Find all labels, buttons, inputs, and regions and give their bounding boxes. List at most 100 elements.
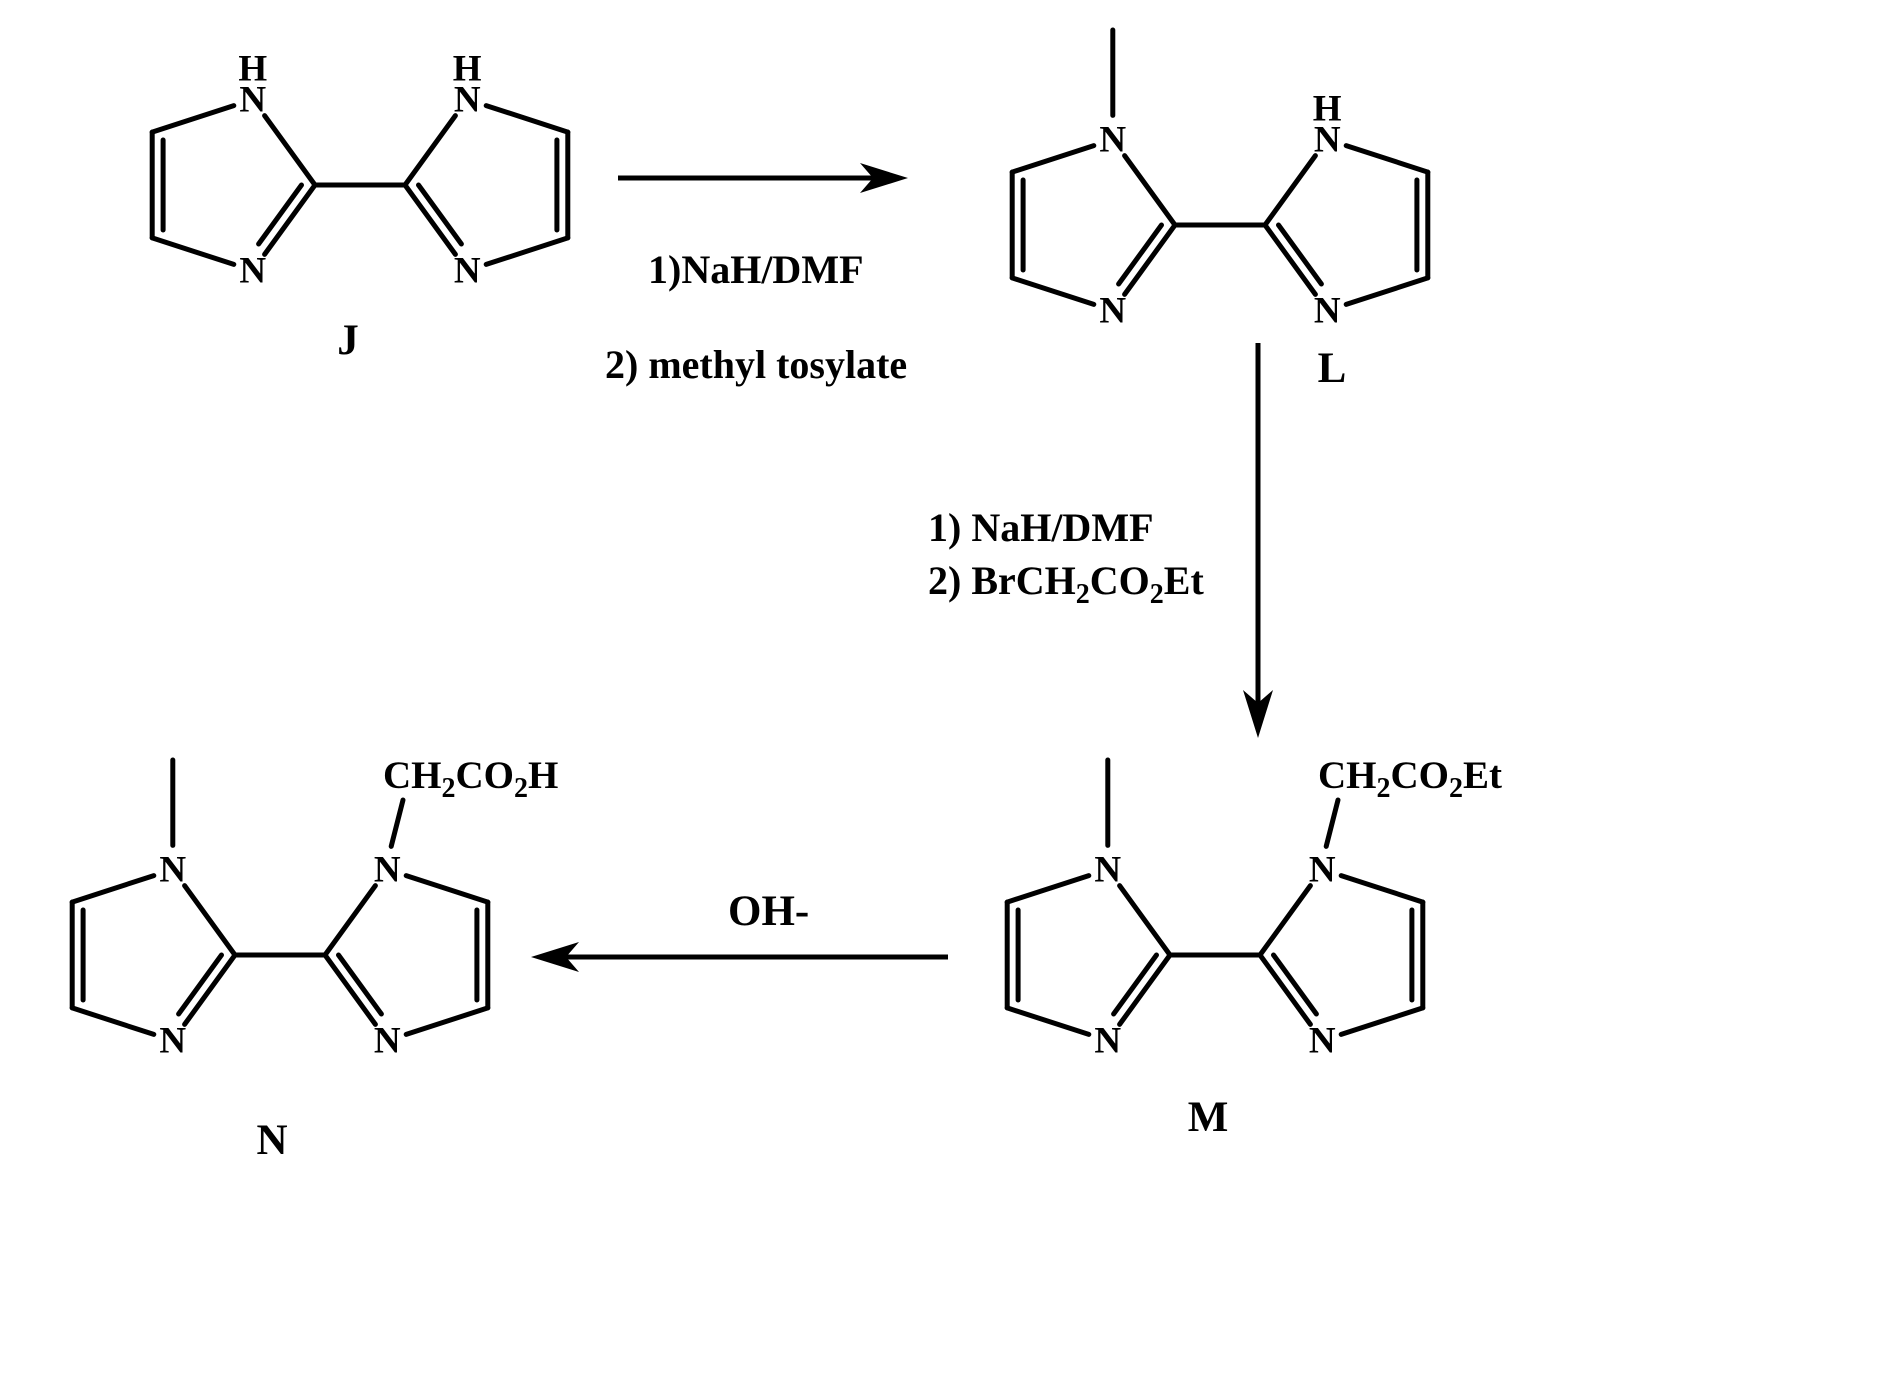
compound-n: N N N N CH2CO2H N bbox=[69, 754, 558, 1164]
reagent-step2-line1: 1) NaH/DMF bbox=[928, 505, 1154, 550]
bond-n3-c4 bbox=[483, 235, 571, 267]
imidazole-ring-right: N N CH2CO2Et bbox=[1257, 754, 1502, 1062]
bond-c2-n3-inner bbox=[176, 952, 224, 1017]
compound-label-l: L bbox=[1318, 345, 1347, 392]
atom-label-n3: N bbox=[159, 1021, 186, 1062]
atom-label-n1: N bbox=[454, 79, 481, 120]
atom-label-n3: N bbox=[1099, 291, 1126, 332]
atom-label-n3: N bbox=[239, 251, 266, 292]
bond-n1-c2 bbox=[1122, 153, 1178, 228]
imidazole-ring-left: H N N bbox=[149, 48, 318, 292]
atom-label-n1: N bbox=[1094, 849, 1121, 890]
bond-c5-n1 bbox=[1343, 143, 1431, 175]
bond-c2-n3 bbox=[1117, 952, 1173, 1027]
bond-c5-n1 bbox=[483, 103, 571, 135]
compound-m: N N N N CH2CO2Et M bbox=[1004, 754, 1502, 1141]
reagent-step3: OH- bbox=[728, 888, 809, 935]
bond-n3-c4 bbox=[149, 235, 237, 267]
substituent-subscript: 2 bbox=[1449, 773, 1463, 804]
atom-label-n1: N bbox=[1314, 119, 1341, 160]
bond-n1-c2 bbox=[402, 113, 458, 188]
bond-c2-n3-inner bbox=[1111, 952, 1159, 1017]
imidazole-ring-left: N N bbox=[69, 757, 238, 1062]
bond-c2-n3 bbox=[262, 182, 318, 257]
bond-n3-c4 bbox=[1004, 1005, 1092, 1037]
substituent-bond bbox=[1323, 797, 1341, 849]
imidazole-ring-right: H N N bbox=[1262, 88, 1431, 332]
arrow-step3: OH- bbox=[531, 888, 948, 972]
substituent-text-part: CO bbox=[456, 754, 515, 797]
bond-n3-c4 bbox=[69, 1005, 157, 1037]
substituent-subscript: 2 bbox=[1377, 773, 1391, 804]
atom-label-n3: N bbox=[454, 251, 481, 292]
substituent-text-part: CH bbox=[383, 754, 442, 797]
substituent-text-part: H bbox=[528, 754, 558, 797]
substituent-bond bbox=[388, 797, 406, 849]
bond-c2-n3-inner bbox=[336, 952, 384, 1017]
bond-c5-n1 bbox=[1009, 143, 1097, 175]
bond-n3-c4 bbox=[1338, 1005, 1426, 1037]
reagent-text-part: CO bbox=[1090, 558, 1150, 603]
substituent-label-ch2co2et: CH2CO2Et bbox=[1318, 754, 1502, 804]
bond-n1-c2 bbox=[1117, 883, 1173, 958]
reagent-step1-line1: 1)NaH/DMF bbox=[648, 247, 864, 292]
atom-label-n1: N bbox=[1309, 849, 1336, 890]
imidazole-ring-right: H N N bbox=[402, 48, 571, 292]
atom-label-n3: N bbox=[374, 1021, 401, 1062]
bond-c2-n3 bbox=[402, 182, 458, 257]
bond-n3-c4 bbox=[1009, 275, 1097, 307]
atom-label-h: H bbox=[1313, 88, 1342, 129]
reagent-subscript: 2 bbox=[1150, 579, 1164, 610]
atom-label-n3: N bbox=[1314, 291, 1341, 332]
bond-c2-n3 bbox=[182, 952, 238, 1027]
bond-c2-n3-inner bbox=[1271, 952, 1319, 1017]
bond-c5-n1 bbox=[149, 103, 237, 135]
compound-label-n: N bbox=[256, 1117, 287, 1164]
atom-label-h: H bbox=[238, 48, 267, 89]
bond-c2-n3 bbox=[322, 952, 378, 1027]
bond-c2-n3-inner bbox=[1116, 222, 1164, 287]
bond-c2-n3 bbox=[1122, 222, 1178, 297]
bond-n1-c2 bbox=[1257, 883, 1313, 958]
arrow-step2: 1) NaH/DMF 2) BrCH2CO2Et bbox=[928, 343, 1273, 738]
bond-c5-n1 bbox=[1004, 873, 1092, 905]
arrow-head bbox=[1243, 690, 1273, 738]
reagent-step1-line2: 2) methyl tosylate bbox=[605, 342, 907, 387]
bond-n1-c2 bbox=[262, 113, 318, 188]
bond-c2-n3-inner bbox=[256, 182, 304, 247]
bond-c2-n3-inner bbox=[416, 182, 464, 247]
bond-c2-n3 bbox=[1262, 222, 1318, 297]
bond-c2-n3-inner bbox=[1276, 222, 1324, 287]
atom-label-h: H bbox=[453, 48, 482, 89]
atom-label-n1: N bbox=[159, 849, 186, 890]
imidazole-ring-left: N N bbox=[1009, 27, 1178, 332]
reagent-text-part: 2) BrCH bbox=[928, 558, 1076, 603]
compound-label-j: J bbox=[337, 317, 359, 364]
bond-n1-c2 bbox=[1262, 153, 1318, 228]
substituent-subscript: 2 bbox=[442, 773, 456, 804]
compound-label-m: M bbox=[1188, 1094, 1229, 1141]
atom-label-n1: N bbox=[239, 79, 266, 120]
substituent-text-part: CO bbox=[1391, 754, 1450, 797]
reagent-subscript: 2 bbox=[1076, 579, 1090, 610]
atom-label-n1: N bbox=[374, 849, 401, 890]
atom-label-n3: N bbox=[1309, 1021, 1336, 1062]
imidazole-ring-right: N N CH2CO2H bbox=[322, 754, 558, 1062]
substituent-text-part: Et bbox=[1463, 754, 1502, 797]
atom-label-n1: N bbox=[1099, 119, 1126, 160]
compound-j: H N N H N N J bbox=[149, 48, 571, 364]
bond-n1-c2 bbox=[322, 883, 378, 958]
substituent-text-part: CH bbox=[1318, 754, 1377, 797]
substituent-label-ch2co2h: CH2CO2H bbox=[383, 754, 558, 804]
reagent-step2-line2: 2) BrCH2CO2Et bbox=[928, 558, 1204, 610]
bond-c2-n3 bbox=[1257, 952, 1313, 1027]
bond-n3-c4 bbox=[1343, 275, 1431, 307]
bond-n3-c4 bbox=[403, 1005, 491, 1037]
atom-label-n3: N bbox=[1094, 1021, 1121, 1062]
bond-n1-c2 bbox=[182, 883, 238, 958]
bond-c5-n1 bbox=[403, 873, 491, 905]
compound-l: N N H N N L bbox=[1009, 27, 1431, 392]
imidazole-ring-left: N N bbox=[1004, 757, 1173, 1062]
